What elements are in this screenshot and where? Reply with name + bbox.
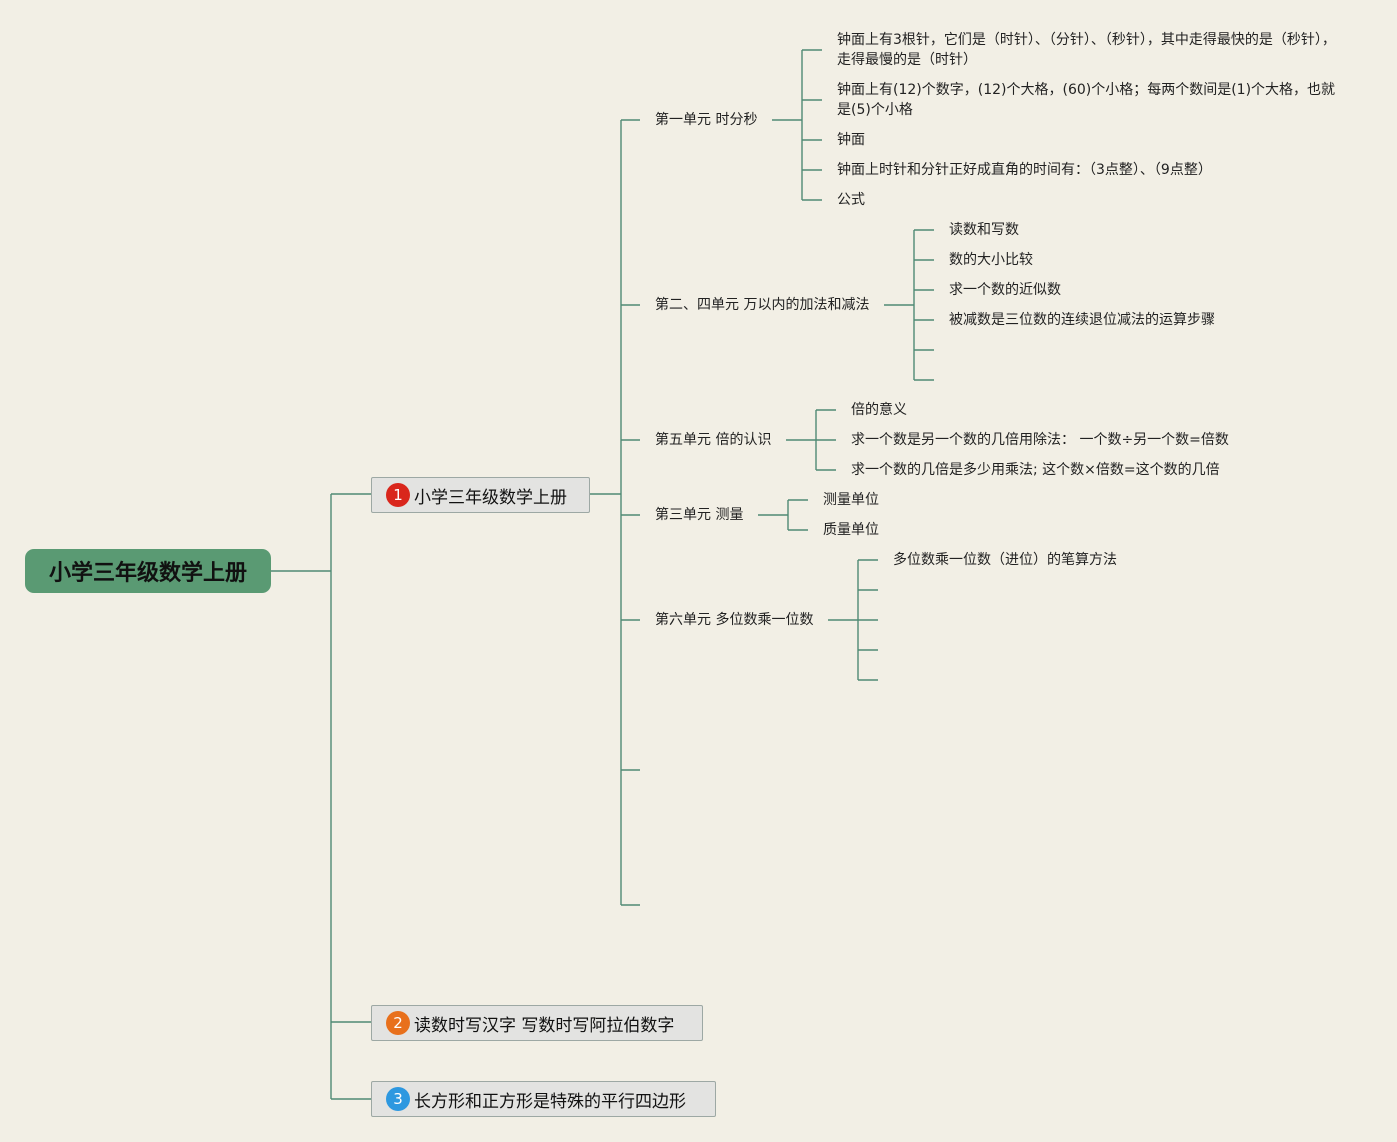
- number-badge-icon: 2: [386, 1011, 410, 1035]
- main-node-label: 小学三年级数学上册: [414, 487, 567, 508]
- unit-node-4[interactable]: 第三单元 测量: [655, 507, 744, 523]
- leaf-node[interactable]: 钟面: [837, 132, 865, 148]
- unit-node-5[interactable]: 第六单元 多位数乘一位数: [655, 612, 814, 628]
- leaf-node[interactable]: 钟面上有(12)个数字，(12)个大格，(60)个小格；每两个数间是(1)个大格…: [837, 82, 1336, 118]
- leaf-node[interactable]: 钟面上时针和分针正好成直角的时间有：（3点整）、（9点整）: [837, 162, 1212, 178]
- main-node-3[interactable]: 3 长方形和正方形是特殊的平行四边形: [371, 1081, 716, 1117]
- leaf-node[interactable]: 数的大小比较: [949, 252, 1033, 268]
- unit-node-2[interactable]: 第二、四单元 万以内的加法和减法: [655, 297, 870, 313]
- leaf-node[interactable]: 公式: [837, 192, 865, 208]
- leaf-node[interactable]: 被减数是三位数的连续退位减法的运算步骤: [949, 312, 1215, 328]
- leaf-node[interactable]: 质量单位: [823, 522, 879, 538]
- leaf-node[interactable]: 求一个数的几倍是多少用乘法; 这个数×倍数=这个数的几倍: [851, 462, 1220, 478]
- leaf-node[interactable]: 多位数乘一位数（进位）的笔算方法: [893, 552, 1117, 568]
- leaf-node[interactable]: 读数和写数: [949, 222, 1019, 238]
- main-node-label: 读数时写汉字 写数时写阿拉伯数字: [414, 1015, 675, 1036]
- leaf-node[interactable]: 钟面上有3根针，它们是（时针）、（分针）、（秒针），其中走得最快的是（秒针），走…: [837, 32, 1336, 68]
- root-node[interactable]: 小学三年级数学上册: [25, 549, 271, 593]
- unit-node-1[interactable]: 第一单元 时分秒: [655, 112, 758, 128]
- main-node-1[interactable]: 1 小学三年级数学上册: [371, 477, 590, 513]
- leaf-node[interactable]: 求一个数是另一个数的几倍用除法： 一个数÷另一个数=倍数: [851, 432, 1229, 448]
- main-node-2[interactable]: 2 读数时写汉字 写数时写阿拉伯数字: [371, 1005, 703, 1041]
- leaf-node[interactable]: 测量单位: [823, 492, 879, 508]
- leaf-node[interactable]: 求一个数的近似数: [949, 282, 1061, 298]
- leaf-node[interactable]: 倍的意义: [851, 402, 907, 418]
- unit-node-3[interactable]: 第五单元 倍的认识: [655, 432, 772, 448]
- number-badge-icon: 1: [386, 483, 410, 507]
- main-node-label: 长方形和正方形是特殊的平行四边形: [414, 1091, 686, 1112]
- number-badge-icon: 3: [386, 1087, 410, 1111]
